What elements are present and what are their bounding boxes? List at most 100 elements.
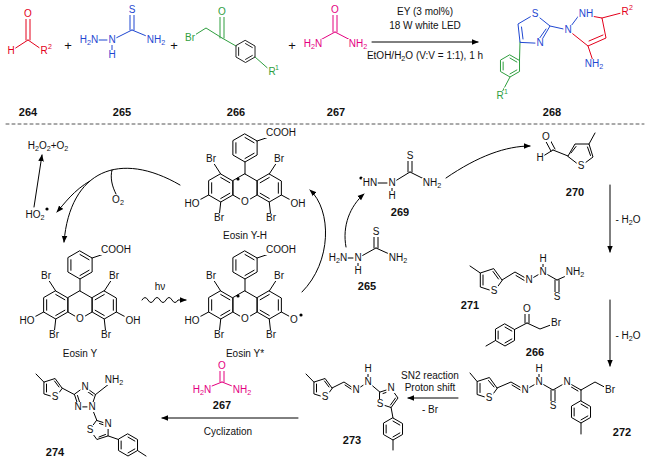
atom-label: HN [362,178,378,188]
condition-text: EY (3 mol%) [396,7,454,17]
compound-number: 267 [326,107,346,118]
compound-number: 265 [357,281,377,292]
atom-label: NH2 [565,267,585,277]
eosin-y-star-structure [192,250,298,335]
eosin-yh-structure [192,133,298,218]
condition-text: SN2 reaction [400,371,460,381]
atom-label: Br [205,271,217,281]
atom-label: Br [273,154,285,164]
superscript-index: 1 [275,64,279,71]
atom-label: S [406,151,415,161]
atom-label: Br [265,213,277,223]
atom-label: O [330,5,340,15]
condition-text: - Br [421,405,439,415]
compound-number: 264 [18,107,38,118]
atom-label: HO [184,199,201,209]
atom-label: S [549,401,558,411]
atom-label: N [73,402,82,412]
atom-label: NH2 [104,375,124,385]
atom-label: Br [213,330,225,340]
condition-text: 18 W white LED [388,21,462,31]
atom-label: N [386,383,395,393]
atom-label: O [240,197,250,207]
atom-label: N [103,419,112,429]
plus-sign: + [63,39,73,52]
atom-label: HO [19,316,36,326]
mechanism-structures [36,133,610,456]
thiosemicarbazide-265 [89,10,156,55]
condition-text: EtOH/H2O (V:V = 1:1), 1 h [366,51,484,61]
atom-label: Br [205,154,217,164]
reaction-arrow [372,42,478,43]
atom-label: H [107,50,116,60]
compound-number: 274 [45,447,65,458]
atom-label: Br [265,330,277,340]
atom-label: H [534,364,543,374]
atom-label: S [531,9,540,19]
atom-label: H2N [303,39,323,49]
atom-label: O [240,314,250,324]
atom-label: H [353,266,362,276]
radical-dots [45,176,362,316]
atom-label: H [387,191,396,201]
atom-label: Br [273,271,285,281]
compound-number: 269 [390,207,410,218]
atom-label: COOH [100,245,132,255]
atom-label: N [562,377,571,387]
condition-text: Eosin Y [62,349,98,359]
condition-text: H2O2+O2 [27,141,70,151]
atom-label: N [534,377,543,387]
atom-label: O [217,361,227,371]
atom-label: NH2 [388,253,408,263]
atom-label: H2N [328,253,348,263]
compound-number: 273 [342,435,362,446]
atom-label: Br [100,330,112,340]
compound-number: 266 [525,347,545,358]
atom-label: S [577,161,586,171]
condition-text: - H2O [614,215,641,225]
compound-number: 265 [112,107,132,118]
atom-label: COOH [265,245,297,255]
compound-number: 272 [612,427,632,438]
atom-label: Br [213,213,225,223]
atom-label: Br [40,271,52,281]
condition-text: O2 [111,195,125,205]
atom-label: H2N [192,385,212,395]
plus-sign: + [169,39,179,52]
atom-label: Br [48,330,60,340]
atom-label: N [80,382,89,392]
condition-text: Eosin Y* [225,349,265,359]
atom-label: S [553,292,562,302]
atom-label: HO [184,316,201,326]
atom-label: O [75,314,85,324]
atom-label: H2N [79,35,99,45]
atom-label: OH [125,316,142,326]
atom-label: O [522,304,532,314]
atom-label: N [353,253,362,263]
atom-label: S [51,392,60,402]
superscript-index: 1 [504,88,508,95]
atom-label: H [363,364,372,374]
atom-label: O [23,9,33,19]
atom-label: N [107,35,116,45]
atom-label: N [535,38,544,48]
atom-label: O [217,7,227,17]
atom-label: N [387,178,396,188]
compound-number: 271 [460,300,480,311]
atom-label: OH [290,199,307,209]
atom-label: COOH [265,128,297,138]
atom-label: S [372,227,381,237]
condition-text: - H2O [614,331,641,341]
eosin-y-structure [27,250,133,335]
condition-text: Eosin Y-H [222,231,268,241]
compound-number: 268 [542,107,562,118]
condition-text: Proton shift [404,383,457,393]
atom-label: H [535,153,544,163]
atom-label: N [538,267,547,277]
compound-number: 266 [226,107,246,118]
atom-label: S [321,392,330,402]
atom-label: NH2 [422,178,442,188]
atom-label: N [520,385,529,395]
plus-sign: + [287,39,297,52]
